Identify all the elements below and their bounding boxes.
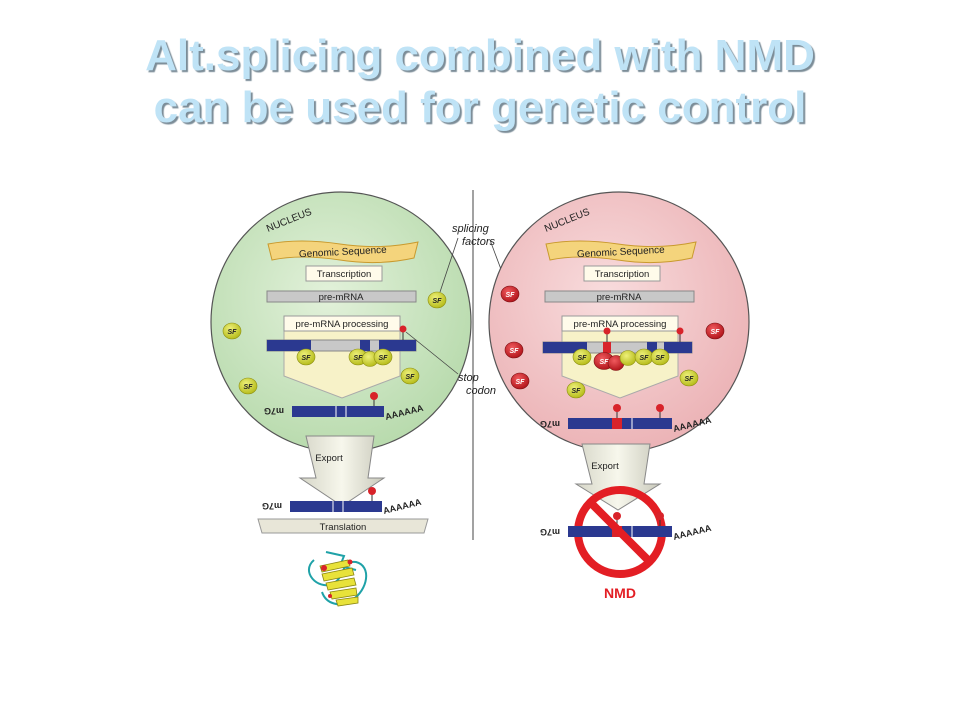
- sf-blob-red: [504, 341, 524, 359]
- sf-label: SF: [354, 355, 364, 362]
- sf-blob-red: [705, 322, 725, 340]
- sf-blob: [572, 348, 592, 366]
- right-panel: NUCLEUS Genomic Sequence Transcription p…: [488, 191, 750, 601]
- stop-codon-marker: [676, 327, 684, 335]
- left-transcription-label: Transcription: [317, 269, 372, 280]
- poly-a-tail: AAAAAA: [382, 497, 423, 516]
- cap-label: m7G: [262, 501, 282, 511]
- sf-label: SF: [228, 329, 238, 336]
- cap-label: m7G: [264, 406, 284, 416]
- cap-label: m7G: [540, 527, 560, 537]
- sf-label: SF: [244, 384, 254, 391]
- left-export-label: Export: [315, 453, 343, 464]
- left-panel: NUCLEUS Genomic Sequence Transcription p…: [210, 191, 472, 607]
- left-exon-3: [379, 340, 416, 351]
- mrna-exon-bar: [292, 406, 384, 417]
- right-transcription-label: Transcription: [595, 269, 650, 280]
- sf-label: SF: [600, 359, 610, 366]
- stop-codon-label-line2: codon: [466, 385, 496, 397]
- right-splicing-factors: SF SF SF SF SF SF SF SF SF SF: [500, 285, 725, 399]
- right-poison-exon: [603, 342, 611, 353]
- left-transcription-box: [305, 265, 383, 282]
- left-pre-mrna-bar: [266, 290, 417, 303]
- sf-blob: [400, 367, 420, 385]
- nmd-prohibition-slash: [588, 500, 652, 564]
- stop-codon-marker: [613, 404, 621, 412]
- right-pre-mrna-label: pre-mRNA: [597, 292, 643, 303]
- left-genomic-sequence-banner: [267, 240, 419, 264]
- left-pre-mrna-label: pre-mRNA: [319, 292, 365, 303]
- sf-blob: [566, 381, 586, 399]
- sf-label: SF: [711, 329, 721, 336]
- right-genomic-sequence-label: Genomic Sequence: [577, 245, 666, 261]
- left-translation-label: Translation: [320, 522, 367, 533]
- left-splicing-factors: SF SF SF SF SF SF SF: [222, 291, 447, 395]
- sf-blob-red: [500, 285, 520, 303]
- right-transcription-box: [583, 265, 661, 282]
- stop-codon-marker: [656, 512, 664, 520]
- right-processing-label: pre-mRNA processing: [574, 319, 667, 330]
- left-genomic-sequence-label: Genomic Sequence: [299, 245, 388, 261]
- sf-label: SF: [406, 374, 416, 381]
- cap-label: m7G: [540, 419, 560, 429]
- right-processing-box: [561, 315, 679, 332]
- sf-label: SF: [685, 376, 695, 383]
- right-pre-mrna-bar: [544, 290, 695, 303]
- slide-title: Alt.splicing combined with NMD can be us…: [0, 30, 960, 134]
- sf-label: SF: [302, 355, 312, 362]
- splicing-factors-label-line1: splicing: [452, 223, 490, 235]
- left-processing-label: pre-mRNA processing: [296, 319, 389, 330]
- mrna-exon-bar: [290, 501, 382, 512]
- sf-blob: [296, 348, 316, 366]
- sf-label: SF: [640, 355, 650, 362]
- nmd-label: NMD: [604, 585, 636, 601]
- stop-codon-marker: [613, 512, 621, 520]
- splicing-factors-label-line2: factors: [462, 236, 496, 248]
- right-exon-1: [543, 342, 587, 353]
- title-line-2: can be used for genetic control: [153, 83, 807, 132]
- sf-blob: [373, 348, 393, 366]
- sf-label: SF: [510, 348, 520, 355]
- left-export-arrow: [298, 435, 386, 507]
- sf-label: SF: [506, 292, 516, 299]
- sf-label: SF: [656, 355, 666, 362]
- sf-blob: [222, 322, 242, 340]
- left-exon-1: [267, 340, 311, 351]
- center-annotations: splicing factors stop codon: [405, 223, 509, 397]
- sf-label: SF: [578, 355, 588, 362]
- right-exon-2: [647, 342, 657, 353]
- protein-structure-icon: [307, 551, 367, 607]
- sf-label: SF: [433, 298, 443, 305]
- sf-blob: [650, 348, 670, 366]
- title-line-1: Alt.splicing combined with NMD: [145, 31, 815, 80]
- left-processing-box: [283, 315, 401, 332]
- sf-blob: [238, 377, 258, 395]
- stop-codon-marker: [368, 487, 376, 495]
- right-export-label: Export: [591, 461, 619, 472]
- sf-label: SF: [516, 379, 526, 386]
- right-exon-3: [664, 342, 692, 353]
- sf-blob-red: [510, 372, 530, 390]
- poison-exon-segment: [612, 418, 622, 429]
- left-translation-bar: [257, 518, 429, 534]
- pointer-line: [405, 331, 459, 375]
- stop-codon-marker: [603, 327, 611, 335]
- sf-label: SF: [572, 388, 582, 395]
- stop-codon-marker: [656, 404, 664, 412]
- poly-a-tail: AAAAAA: [672, 523, 713, 542]
- left-exon-2: [360, 340, 370, 351]
- sf-blob: [679, 369, 699, 387]
- stop-codon-marker: [370, 392, 378, 400]
- sf-blob: [619, 350, 637, 366]
- right-genomic-sequence-banner: [545, 240, 697, 264]
- pointer-line: [439, 237, 459, 293]
- stop-codon-label-line1: stop: [458, 372, 479, 384]
- sf-blob: [427, 291, 447, 309]
- left-stop-codon-marker: [399, 325, 407, 333]
- sf-label: SF: [379, 355, 389, 362]
